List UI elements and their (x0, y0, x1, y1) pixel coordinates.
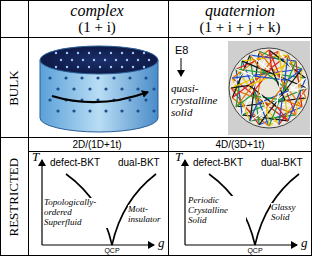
vortex-dot (82, 59, 84, 61)
qcp-label: QCP (243, 247, 267, 255)
vortex-dot (72, 87, 75, 90)
vortex-dot (136, 87, 139, 90)
transition-label: dual-BKT (118, 157, 166, 168)
vortex-dot (132, 52, 134, 54)
vortex-dot (128, 76, 131, 79)
vortex-dot (137, 59, 139, 61)
e8-polytope-photo (228, 41, 310, 135)
vortex-dot (104, 109, 107, 112)
polytope-edge (236, 69, 253, 76)
polytope-edge (281, 55, 288, 72)
vortex-dot (80, 76, 83, 79)
axis-label: g (158, 236, 167, 250)
polytope-edge (277, 106, 288, 120)
bulk-phase-label: quasi-crystalline solid (171, 82, 229, 118)
phase-label: Periodic Crystalline Solid (188, 196, 246, 226)
vortex-dot (128, 98, 131, 101)
row-header: RESTRICTED (7, 142, 21, 252)
row-header: BULK (7, 43, 21, 133)
vortex-dot (93, 59, 95, 61)
vortex-dot (96, 76, 99, 79)
vortex-dot (136, 109, 139, 112)
vortex-dot (115, 59, 117, 61)
vortex-dot (66, 66, 68, 68)
vortex-dot (144, 76, 147, 79)
vortex-dot (143, 52, 145, 54)
phase-diagram (42, 160, 156, 245)
vortex-dot (72, 109, 75, 112)
e8-label: E8 (175, 44, 205, 56)
transition-label: defect-BKT (50, 157, 112, 168)
polytope-edge (266, 108, 269, 126)
vortex-dot (126, 59, 128, 61)
vortex-dot (104, 87, 107, 90)
polytope-edge (251, 68, 272, 96)
vortex-dot (88, 109, 91, 112)
vortex-dot (88, 87, 91, 90)
dimension-label: 2D/(1D+1t) (32, 139, 162, 150)
vortex-dot (110, 52, 112, 54)
axis-label: g (301, 236, 310, 250)
vortex-dot (99, 52, 101, 54)
transition-label: dual-BKT (261, 157, 309, 168)
phase-label: Glassy Solid (271, 203, 307, 223)
vortex-dot (120, 109, 123, 112)
polytope-edge (269, 61, 296, 126)
vortex-dot (120, 87, 123, 90)
axis-label: T (32, 150, 42, 164)
vortex-dot (104, 59, 106, 61)
vortex-dot (77, 66, 79, 68)
vortex-dot (56, 87, 59, 90)
vortex-dot (66, 52, 68, 54)
vortex-dot (77, 52, 79, 54)
vortex-dot (152, 87, 155, 90)
vortex-dot (64, 76, 67, 79)
vortex-dot (88, 66, 90, 68)
vortex-dot (48, 98, 51, 101)
vortex-dot (110, 66, 112, 68)
polytope-edge (249, 85, 277, 106)
polytope-edge (285, 100, 302, 107)
polytope-edge (289, 88, 307, 91)
vortex-cylinder (40, 46, 158, 132)
qcp-label: QCP (100, 247, 124, 255)
vortex-dot (121, 52, 123, 54)
vortex-dot (144, 98, 147, 101)
vortex-dot (152, 109, 155, 112)
vortex-dot (55, 66, 57, 68)
vortex-dot (121, 66, 123, 68)
column-subheader: (1 + i + j + k) (170, 19, 310, 36)
vortex-dot (99, 66, 101, 68)
phase-label: Topologically-ordered Superfluid (44, 198, 110, 228)
vortex-dot (56, 109, 59, 112)
polytope-edge (261, 70, 289, 91)
dimension-label: 4D/(3D+1t) (175, 139, 305, 150)
vortex-dot (55, 52, 57, 54)
vortex-dot (112, 76, 115, 79)
vortex-dot (88, 52, 90, 54)
polytope-edge (231, 85, 249, 88)
axis-label: T (175, 150, 185, 164)
arrow (181, 58, 182, 76)
polytope-edge (266, 80, 287, 108)
vortex-dot (143, 66, 145, 68)
vortex-dot (71, 59, 73, 61)
polytope-edge (287, 69, 301, 80)
polytope-edge (236, 96, 250, 107)
column-header: quaternion (170, 2, 310, 20)
column-header: complex (32, 2, 162, 20)
polytope-edge (250, 104, 257, 121)
polytope-edge (250, 55, 261, 69)
vortex-dot (148, 59, 150, 61)
phase-label: Mott-insulator (128, 205, 167, 225)
vortex-dot (132, 66, 134, 68)
column-subheader: (1 + i) (32, 19, 162, 36)
polytope-edge (269, 50, 272, 68)
vortex-dot (48, 76, 51, 79)
vortex-dot (60, 59, 62, 61)
transition-label: defect-BKT (193, 157, 255, 168)
